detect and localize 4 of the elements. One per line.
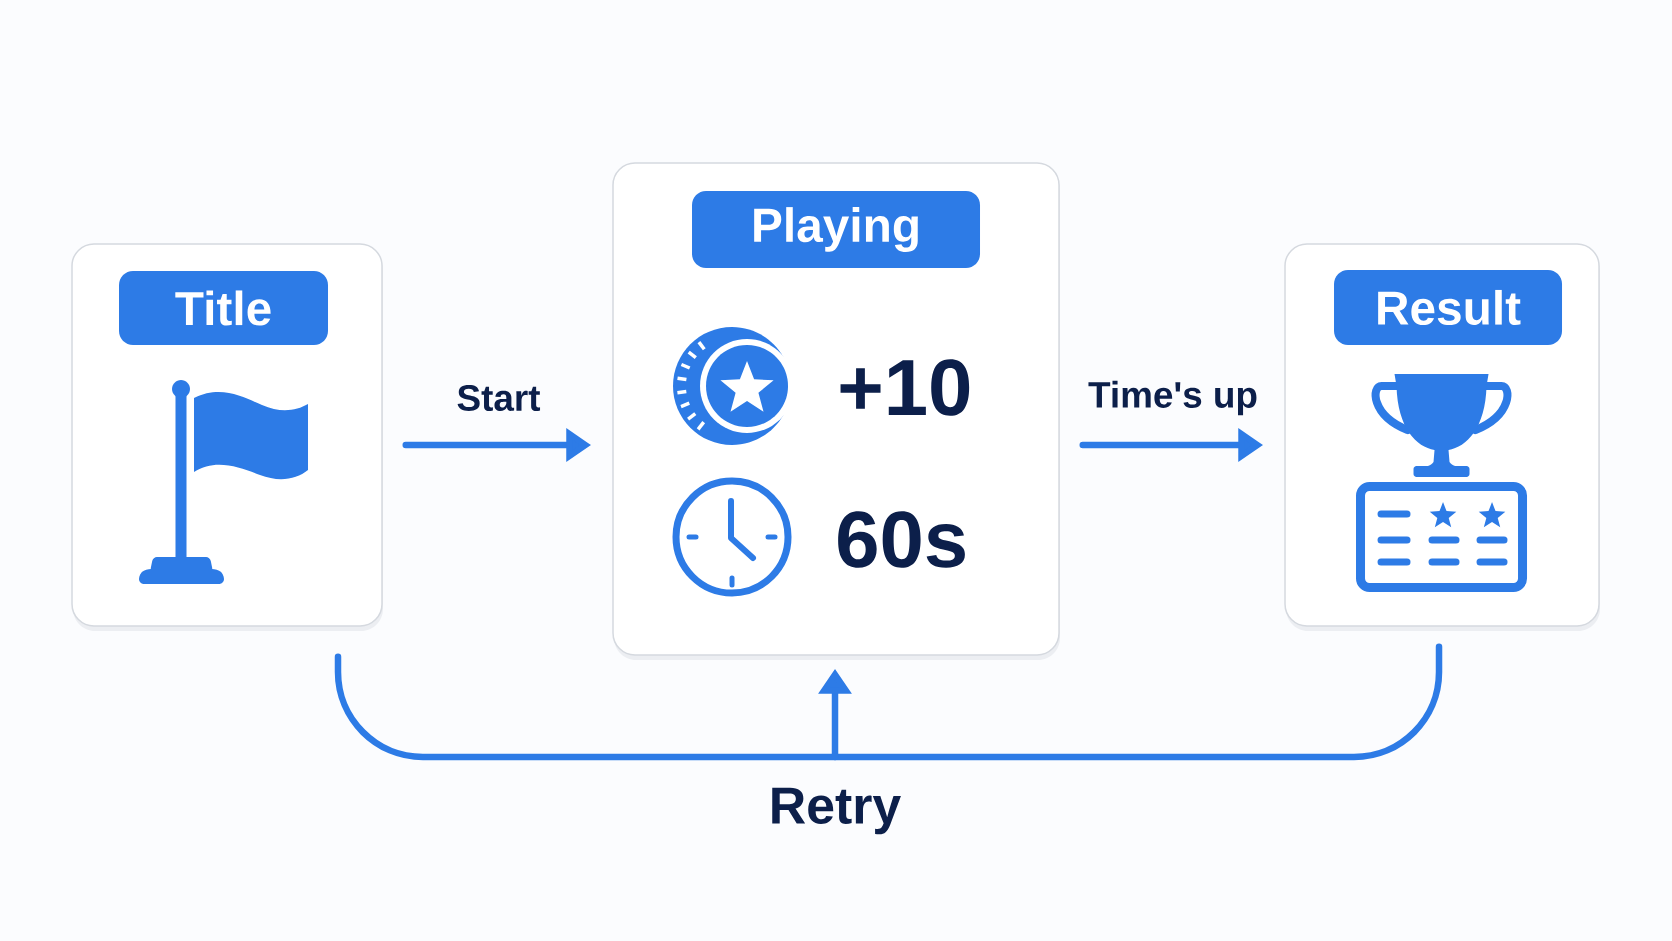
edge-label: Retry — [766, 785, 904, 837]
connector-line — [334, 653, 839, 761]
edge-label: Start — [454, 382, 543, 414]
edge-label: Time's up — [1086, 378, 1260, 418]
